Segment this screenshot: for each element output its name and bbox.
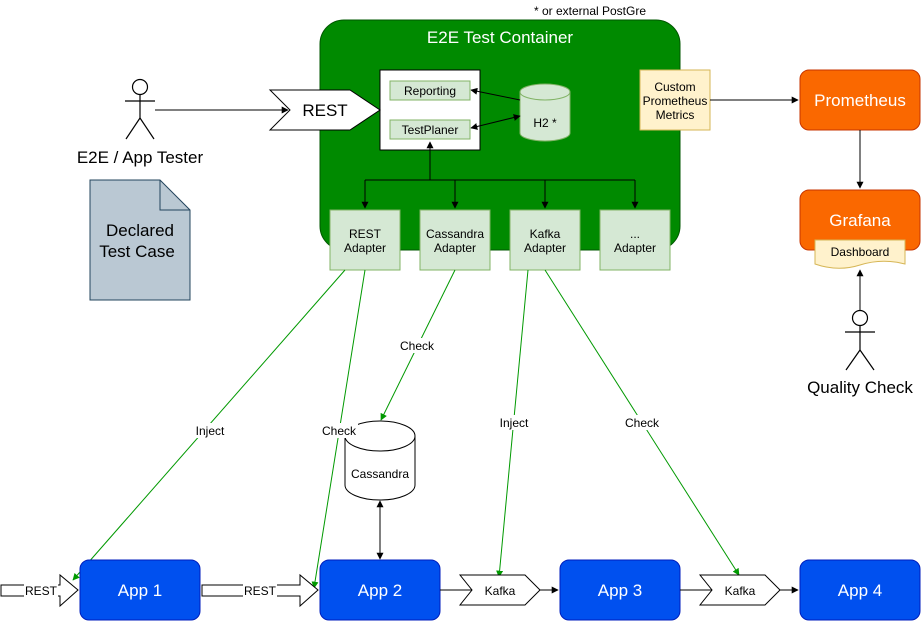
adapter-kafka[interactable]: Kafka Adapter bbox=[509, 209, 581, 271]
svg-text:Prometheus: Prometheus bbox=[643, 94, 708, 108]
h2-database[interactable] bbox=[519, 83, 571, 142]
rest-1-2-label: REST bbox=[244, 584, 277, 598]
rest-in-label-bg bbox=[24, 584, 58, 597]
reporting-label: Reporting bbox=[404, 84, 456, 98]
svg-text:Metrics: Metrics bbox=[656, 108, 695, 122]
h2-testplaner-edge bbox=[470, 114, 521, 130]
adapter-other[interactable]: ... Adapter bbox=[599, 209, 671, 271]
tester-actor bbox=[125, 78, 155, 140]
note-text: * or external PostGre bbox=[534, 4, 646, 18]
svg-text:REST: REST bbox=[349, 227, 382, 241]
svg-text:Adapter: Adapter bbox=[524, 241, 566, 255]
testplaner-box[interactable] bbox=[389, 119, 471, 140]
prometheus-label: Prometheus bbox=[814, 91, 906, 110]
test-case-line1: Declared bbox=[106, 221, 174, 240]
rest-entry-label: REST bbox=[302, 101, 347, 120]
svg-text:Cassandra: Cassandra bbox=[426, 227, 484, 241]
svg-text:Adapter: Adapter bbox=[434, 241, 476, 255]
app-4-box[interactable] bbox=[799, 559, 921, 621]
h2-to-reporting-edge bbox=[470, 87, 521, 101]
dashboard-doc[interactable] bbox=[814, 239, 906, 269]
adapter-cassandra[interactable]: Cassandra Adapter bbox=[419, 209, 491, 271]
svg-text:Custom: Custom bbox=[654, 80, 695, 94]
inject-rest-label-bg bbox=[193, 423, 227, 438]
check-cassandra-label: Check bbox=[400, 339, 435, 353]
custom-metrics-note[interactable]: Custom Prometheus Metrics bbox=[639, 69, 711, 131]
kafka-3-4-label: Kafka bbox=[725, 584, 756, 598]
tester-label: E2E / App Tester bbox=[77, 148, 204, 167]
test-case-line2: Test Case bbox=[99, 242, 175, 261]
reporting-box[interactable] bbox=[389, 80, 471, 101]
kafka-3-4-topic[interactable] bbox=[698, 574, 781, 606]
app-1-label: App 1 bbox=[118, 581, 162, 600]
inject-kafka-label-bg bbox=[497, 415, 531, 430]
svg-text:Adapter: Adapter bbox=[344, 241, 386, 255]
container-title: E2E Test Container bbox=[427, 28, 573, 47]
app-3-label: App 3 bbox=[598, 581, 642, 600]
svg-text:Adapter: Adapter bbox=[614, 241, 656, 255]
dashboard-label: Dashboard bbox=[831, 245, 890, 259]
check-kafka-label-bg bbox=[623, 415, 661, 430]
svg-text:...: ... bbox=[630, 227, 640, 241]
check-cassandra-label-bg bbox=[398, 338, 436, 353]
app-1-box[interactable] bbox=[79, 559, 201, 621]
rest-entry-shape[interactable] bbox=[268, 89, 381, 131]
cassandra-database[interactable] bbox=[344, 420, 416, 501]
core-adapter-tree bbox=[361, 141, 639, 209]
check-kafka-label: Check bbox=[625, 416, 660, 430]
inject-rest-label: Inject bbox=[196, 424, 225, 438]
rest-in-label: REST bbox=[25, 584, 58, 598]
check-rest-label-bg bbox=[320, 423, 358, 438]
quality-check-actor bbox=[845, 309, 875, 371]
rest-1-2-label-bg bbox=[243, 584, 277, 597]
cassandra-label: Cassandra bbox=[351, 467, 409, 481]
kafka-2-3-label: Kafka bbox=[485, 584, 516, 598]
app-4-label: App 4 bbox=[838, 581, 882, 600]
inject-kafka-label: Inject bbox=[500, 416, 529, 430]
adapter-rest[interactable]: REST Adapter bbox=[329, 209, 401, 271]
app-2-label: App 2 bbox=[358, 581, 402, 600]
testplaner-label: TestPlaner bbox=[402, 123, 459, 137]
h2-label: H2 * bbox=[533, 116, 557, 130]
kafka-2-3-topic[interactable] bbox=[458, 574, 541, 606]
check-rest-label: Check bbox=[322, 424, 357, 438]
declared-test-case-doc[interactable] bbox=[89, 179, 191, 301]
grafana-label: Grafana bbox=[829, 211, 891, 230]
quality-check-label: Quality Check bbox=[807, 378, 913, 397]
doc-fold bbox=[159, 180, 190, 211]
svg-text:Kafka: Kafka bbox=[530, 227, 561, 241]
